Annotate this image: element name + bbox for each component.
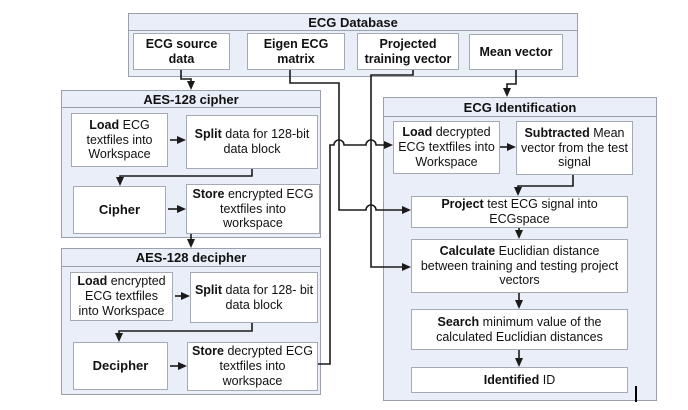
- node-ecg-source-data: ECG source data: [133, 33, 230, 70]
- node-label: Mean vector: [479, 44, 553, 59]
- section-title-aes128-decipher: AES-128 decipher: [62, 249, 320, 267]
- node-mean-vector: Mean vector: [469, 34, 563, 70]
- node-label: Project test ECG signal into ECGspace: [441, 197, 598, 226]
- node-ident-load-decrypted: Load decrypted ECG textfiles into Worksp…: [393, 121, 500, 174]
- node-label: Split data for 128- bit data block: [194, 282, 314, 312]
- node-label: Decipher: [92, 358, 149, 374]
- node-ident-calculate: Calculate Euclidian distance between tra…: [411, 239, 628, 293]
- node-ident-project: Project test ECG signal into ECGspace: [411, 196, 628, 228]
- stray-cursor-mark: [635, 386, 637, 402]
- node-label: Store encrypted ECG textfiles into works…: [192, 186, 314, 231]
- section-title-aes128-cipher: AES-128 cipher: [62, 91, 320, 108]
- node-ident-search: Search minimum value of the calculated E…: [411, 309, 628, 350]
- node-decipher-split: Split data for 128- bit data block: [190, 272, 318, 323]
- node-label: Eigen ECG matrix: [263, 36, 329, 66]
- node-label: Split data for 128-bit data block: [194, 127, 310, 156]
- node-cipher: Cipher: [73, 186, 166, 234]
- node-label: Load encrypted ECG textfiles into Worksp…: [77, 274, 166, 318]
- node-label: Store decrypted ECG textfiles into works…: [192, 344, 313, 388]
- node-label: Calculate Euclidian distance between tra…: [420, 243, 619, 288]
- node-ident-identified-id: Identified ID: [411, 367, 628, 393]
- node-decipher: Decipher: [73, 342, 168, 390]
- node-projected-training-vector: Projected training vector: [357, 33, 459, 70]
- node-decipher-load: Load encrypted ECG textfiles into Worksp…: [70, 272, 173, 321]
- node-label: ECG source data: [145, 36, 218, 66]
- node-label: Search minimum value of the calculated E…: [436, 314, 603, 344]
- node-cipher-store: Store encrypted ECG textfiles into works…: [186, 184, 320, 234]
- node-decipher-store: Store decrypted ECG textfiles into works…: [187, 342, 318, 391]
- node-ident-subtracted: Subtracted Mean vector from the test sig…: [516, 121, 633, 175]
- section-title-ecg-identification: ECG Identification: [384, 98, 656, 117]
- node-label: Projected training vector: [364, 36, 452, 66]
- node-label: Cipher: [98, 202, 141, 218]
- node-label: Load decrypted ECG textfiles into Worksp…: [398, 125, 495, 169]
- section-title-ecg-database: ECG Database: [129, 14, 577, 31]
- node-label: Load ECG textfiles into Workspace: [86, 117, 153, 162]
- node-label: Subtracted Mean vector from the test sig…: [521, 125, 628, 170]
- node-eigen-ecg-matrix: Eigen ECG matrix: [247, 33, 345, 70]
- node-cipher-split: Split data for 128-bit data block: [186, 115, 318, 169]
- node-cipher-load: Load ECG textfiles into Workspace: [71, 113, 168, 167]
- node-label: Identified ID: [483, 372, 556, 387]
- arrow-storedecrypted-to-loaddecrypted: [318, 139, 393, 365]
